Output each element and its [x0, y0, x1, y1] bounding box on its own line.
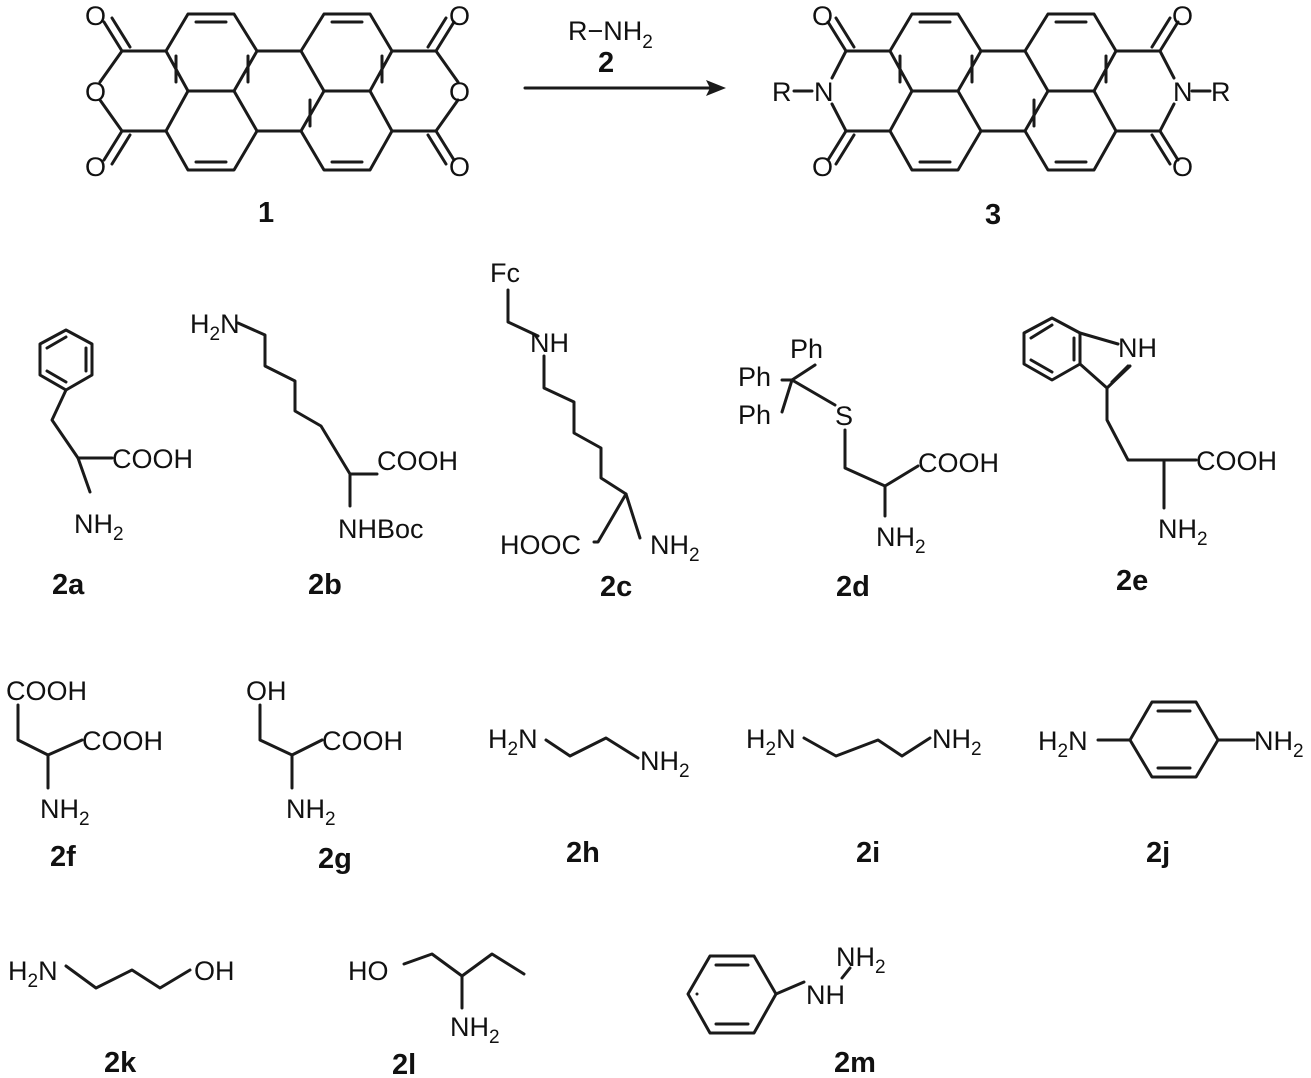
atom-NH2: NH2: [1158, 514, 1208, 550]
atom-H2N: H2N: [488, 724, 538, 760]
atom-NH2: NH2: [40, 794, 90, 830]
atom-NH2: NH2: [450, 1012, 500, 1048]
compound-1-structure: [98, 12, 460, 172]
atom-NH2: NH2: [640, 746, 690, 782]
atom-NH: NH: [530, 328, 569, 358]
atom-COOH: COOH: [918, 448, 999, 478]
atom-H2N: H2N: [8, 956, 58, 992]
compound-label-2f: 2f: [50, 841, 76, 873]
atom-HOOC: HOOC: [500, 530, 581, 560]
compound-label-2h: 2h: [566, 837, 600, 869]
atom-Ph: Ph: [790, 334, 823, 364]
compound-2b-structure: [236, 321, 379, 508]
compound-2g-structure: [258, 703, 324, 790]
compound-2e-structure: [1022, 316, 1198, 510]
atom-O: O: [449, 77, 470, 107]
atom-NH2: NH2: [286, 794, 336, 830]
compound-2i-structure: [802, 736, 932, 758]
atom-O: O: [449, 1, 470, 31]
compound-2k-structure: [64, 964, 192, 990]
atom-H2N: H2N: [190, 309, 240, 345]
compound-label-2l: 2l: [392, 1049, 416, 1078]
atom-COOH: COOH: [377, 446, 458, 476]
compound-2f-structure: [16, 703, 84, 790]
atom-O: O: [85, 1, 106, 31]
atom-R: R: [772, 77, 792, 107]
compound-2j-structure: [1096, 700, 1256, 779]
atom-H2N: H2N: [746, 724, 796, 760]
atom-COOH: COOH: [82, 726, 163, 756]
compound-2c-structure: [506, 288, 642, 544]
atom-O: O: [449, 152, 470, 182]
compound-label-2a: 2a: [52, 569, 85, 601]
atom-COOH: COOH: [112, 444, 193, 474]
compound-label-2j: 2j: [1146, 837, 1170, 869]
atom-Ph: Ph: [738, 400, 771, 430]
compound-2l-structure: [402, 952, 526, 1010]
compound-label-2g: 2g: [318, 843, 352, 875]
compound-2m-structure: [686, 954, 852, 1035]
compound-2h-structure: [544, 736, 640, 760]
compound-label-2m: 2m: [834, 1047, 876, 1078]
atom-OH: OH: [246, 676, 287, 706]
atom-N: N: [1173, 77, 1193, 107]
compound-3-structure: [792, 12, 1212, 172]
atom-NH2: NH2: [1254, 726, 1304, 762]
compound-label-2k: 2k: [104, 1047, 137, 1078]
atom-NH2: NH2: [74, 509, 124, 545]
atom-COOH: COOH: [1196, 446, 1277, 476]
reaction-arrow: [523, 80, 726, 96]
compound-label-2i: 2i: [856, 837, 880, 869]
reagent-label-2: 2: [598, 47, 614, 79]
atom-NH: NH: [806, 980, 845, 1010]
atom-Ph: Ph: [738, 362, 771, 392]
atom-COOH: COOH: [322, 726, 403, 756]
atom-NH2: NH2: [650, 530, 700, 566]
atom-O: O: [1172, 1, 1193, 31]
atom-O: O: [85, 77, 106, 107]
atom-NH2: NH2: [876, 522, 926, 558]
compound-2d-structure: [780, 363, 920, 518]
atom-N: N: [814, 77, 834, 107]
atom-HO: HO: [348, 956, 389, 986]
atom-OH: OH: [194, 956, 235, 986]
atom-O: O: [812, 152, 833, 182]
atom-NH2: NH2: [932, 724, 982, 760]
atom-S: S: [835, 401, 853, 431]
atom-COOH: COOH: [6, 676, 87, 706]
compound-label-2d: 2d: [836, 571, 870, 603]
compound-label-2b: 2b: [308, 569, 342, 601]
atom-O: O: [1172, 152, 1193, 182]
compound-2a-structure: [38, 328, 114, 494]
atom-Fc: Fc: [490, 258, 520, 288]
atom-NH2: NH2: [836, 942, 886, 978]
compound-label-3: 3: [985, 199, 1001, 231]
compound-label-2e: 2e: [1116, 565, 1148, 597]
compound-label-1: 1: [258, 197, 274, 229]
atom-O: O: [812, 1, 833, 31]
compound-label-2c: 2c: [600, 571, 632, 603]
atom-NH: NH: [1118, 333, 1157, 363]
atom-R: R: [1211, 77, 1231, 107]
reagent-amine: R−NH2: [568, 16, 653, 53]
atom-H2N: H2N: [1038, 726, 1088, 762]
atom-NHBoc: NHBoc: [338, 514, 424, 544]
atom-O: O: [85, 152, 106, 182]
